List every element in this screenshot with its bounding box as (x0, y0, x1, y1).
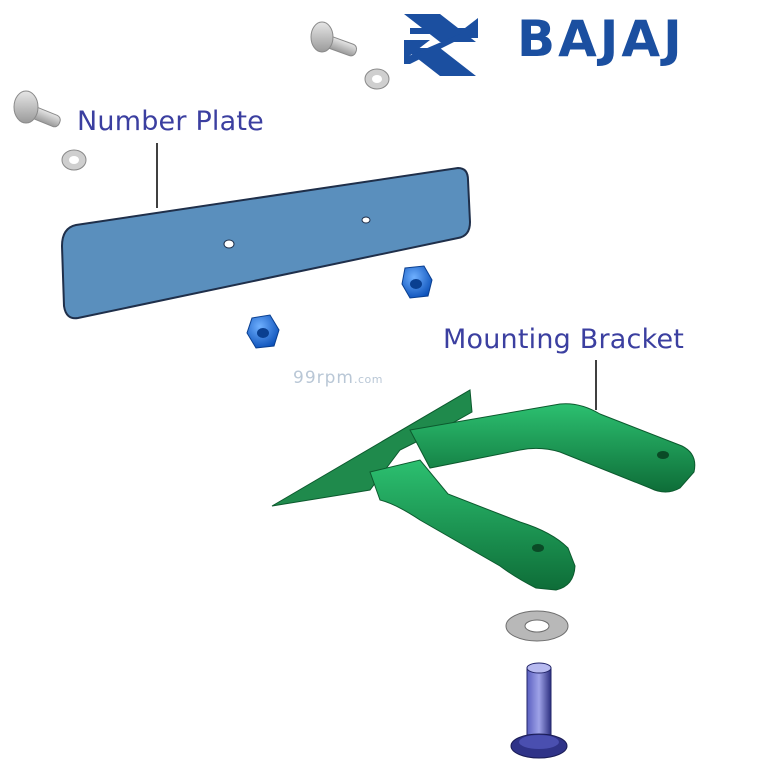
bajaj-logo-icon (404, 14, 478, 76)
mounting-bracket-label: Mounting Bracket (443, 324, 685, 355)
number-plate (60, 166, 472, 320)
rivet (510, 662, 568, 759)
left-washer (61, 149, 87, 171)
nut-left (246, 314, 280, 349)
nut-right (401, 265, 433, 299)
top-washer (364, 68, 390, 90)
left-bolt (13, 90, 61, 128)
watermark-suffix: .com (353, 373, 383, 386)
bottom-washer (505, 610, 569, 642)
mounting-bracket (271, 389, 696, 591)
watermark: 99rpm.com (293, 368, 383, 388)
top-bolt (310, 21, 358, 57)
watermark-main: 99rpm (293, 368, 354, 388)
brand-name: BAJAJ (517, 10, 685, 68)
number-plate-label: Number Plate (77, 106, 264, 137)
